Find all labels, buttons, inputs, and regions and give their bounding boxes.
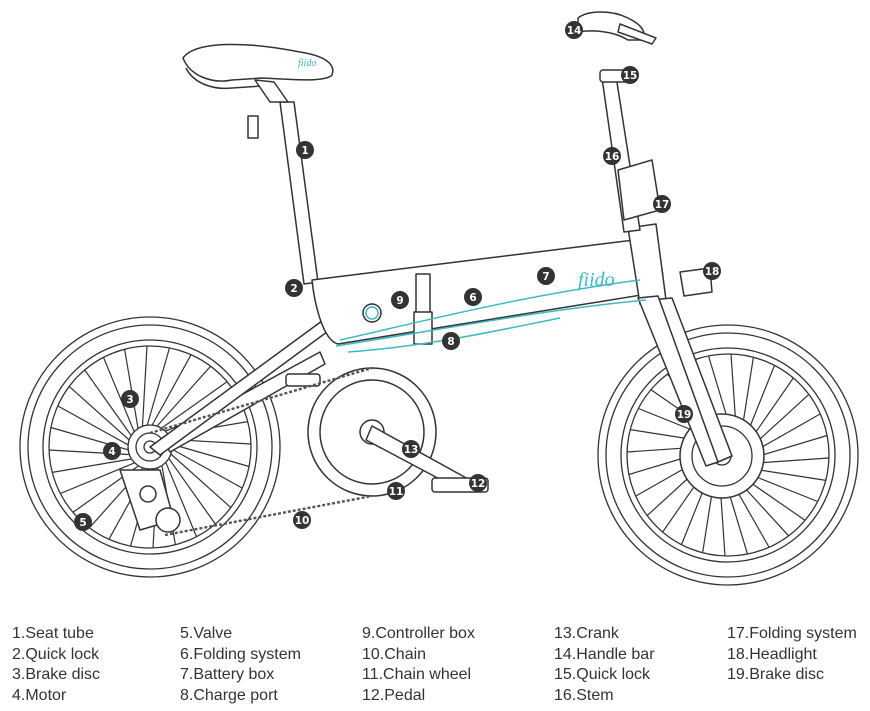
- spoke: [165, 454, 216, 525]
- saddle-brand-mark: fiido: [298, 58, 316, 69]
- spoke: [48, 449, 134, 456]
- spoke: [102, 357, 137, 437]
- legend-column-3: 9.Controller box 10.Chain 11.Chain wheel…: [362, 624, 475, 706]
- callout-number: 14: [567, 25, 582, 37]
- callout-number: 17: [655, 199, 670, 211]
- callout-marker: [653, 195, 671, 213]
- spoke: [163, 457, 198, 537]
- frame: [119, 11, 733, 533]
- callout-marker: [442, 332, 460, 350]
- brand-marks: fiido fiido: [298, 58, 615, 291]
- legend-item: 10.Chain: [362, 645, 427, 663]
- legend-item: 16.Stem: [554, 686, 614, 704]
- bike-diagram: fiido fiido 1234567891011121314151617181…: [19, 11, 859, 586]
- legend-item: 3.Brake disc: [12, 666, 101, 684]
- spoke: [141, 345, 148, 431]
- callout-number: 9: [396, 295, 403, 307]
- legend-item: 6.Folding system: [180, 645, 301, 663]
- legend-item: 17.Folding system: [727, 625, 857, 642]
- spoke: [57, 405, 133, 448]
- legend-item: 2.Quick lock: [12, 645, 100, 663]
- callout-marker: [285, 279, 303, 297]
- callout-marker: [402, 440, 420, 458]
- legend-item: 12.Pedal: [362, 686, 426, 704]
- callout-number: 3: [126, 394, 133, 406]
- legend-item: 7.Battery box: [180, 666, 275, 684]
- legend-item: 9.Controller box: [362, 625, 475, 642]
- callout-number: 12: [471, 478, 486, 490]
- callout-number: 1: [301, 145, 308, 157]
- callout-number: 2: [290, 283, 297, 295]
- frame-brand-mark: fiido: [578, 269, 615, 291]
- spoke: [167, 450, 232, 509]
- callout-number: 13: [404, 444, 419, 456]
- spoke: [145, 347, 171, 430]
- callout-marker: [469, 474, 487, 492]
- callout-marker: [391, 291, 409, 309]
- legend-item: 4.Motor: [12, 686, 67, 704]
- callout-marker: [537, 267, 555, 285]
- legend-item: 11.Chain wheel: [362, 666, 472, 684]
- spoke: [167, 446, 243, 489]
- callout-number: 8: [447, 336, 454, 348]
- legend-item: 18.Headlight: [727, 645, 817, 663]
- callout-number: 19: [677, 409, 692, 421]
- callout-number: 7: [542, 271, 549, 283]
- callout-marker: [621, 66, 639, 84]
- accent-swooshes: [335, 279, 647, 353]
- spoke: [167, 442, 250, 468]
- callout-marker: [74, 513, 92, 531]
- legend-item: 1.Seat tube: [12, 625, 94, 642]
- parts-legend: 1.Seat tube 2.Quick lock 3.Brake disc 4.…: [0, 624, 870, 710]
- legend-item: 19.Brake disc: [727, 666, 824, 684]
- callout-number: 4: [108, 446, 115, 458]
- callout-marker: [296, 141, 314, 159]
- legend-item: 13.Crank: [554, 625, 619, 642]
- callout-marker: [293, 511, 311, 529]
- chain: [149, 366, 373, 537]
- spoke: [84, 369, 135, 440]
- spoke: [157, 381, 228, 432]
- legend-column-4: 13.Crank 14.Handle bar 15.Quick lock 16.…: [554, 624, 655, 706]
- legend-item: 14.Handle bar: [554, 645, 655, 663]
- legend-item: 8.Charge port: [180, 686, 278, 704]
- callout-number: 5: [79, 517, 86, 529]
- callout-marker: [121, 390, 139, 408]
- spoke: [153, 365, 212, 430]
- callout-number: 6: [469, 292, 476, 304]
- spoke: [68, 385, 133, 444]
- callout-marker: [464, 288, 482, 306]
- spoke: [149, 354, 192, 430]
- spoke: [52, 457, 137, 473]
- legend-column-5: 17.Folding system 18.Headlight 19.Brake …: [727, 624, 857, 686]
- callout-number: 15: [623, 70, 638, 82]
- callout-marker: [603, 147, 621, 165]
- callout-marker: [387, 482, 405, 500]
- legend-column-1: 1.Seat tube 2.Quick lock 3.Brake disc 4.…: [12, 624, 100, 706]
- spoke: [60, 460, 140, 495]
- legend-item: 15.Quick lock: [554, 666, 651, 684]
- callout-number: 10: [295, 515, 310, 527]
- callout-marker: [103, 442, 121, 460]
- callout-marker: [565, 21, 583, 39]
- callout-marker: [675, 405, 693, 423]
- legend-item: 5.Valve: [180, 625, 233, 642]
- callout-marker: [703, 262, 721, 280]
- callout-number: 16: [605, 151, 620, 163]
- callout-number: 18: [705, 266, 720, 278]
- callout-number: 11: [389, 486, 404, 498]
- legend-column-2: 5.Valve 6.Folding system 7.Battery box 8…: [180, 624, 301, 706]
